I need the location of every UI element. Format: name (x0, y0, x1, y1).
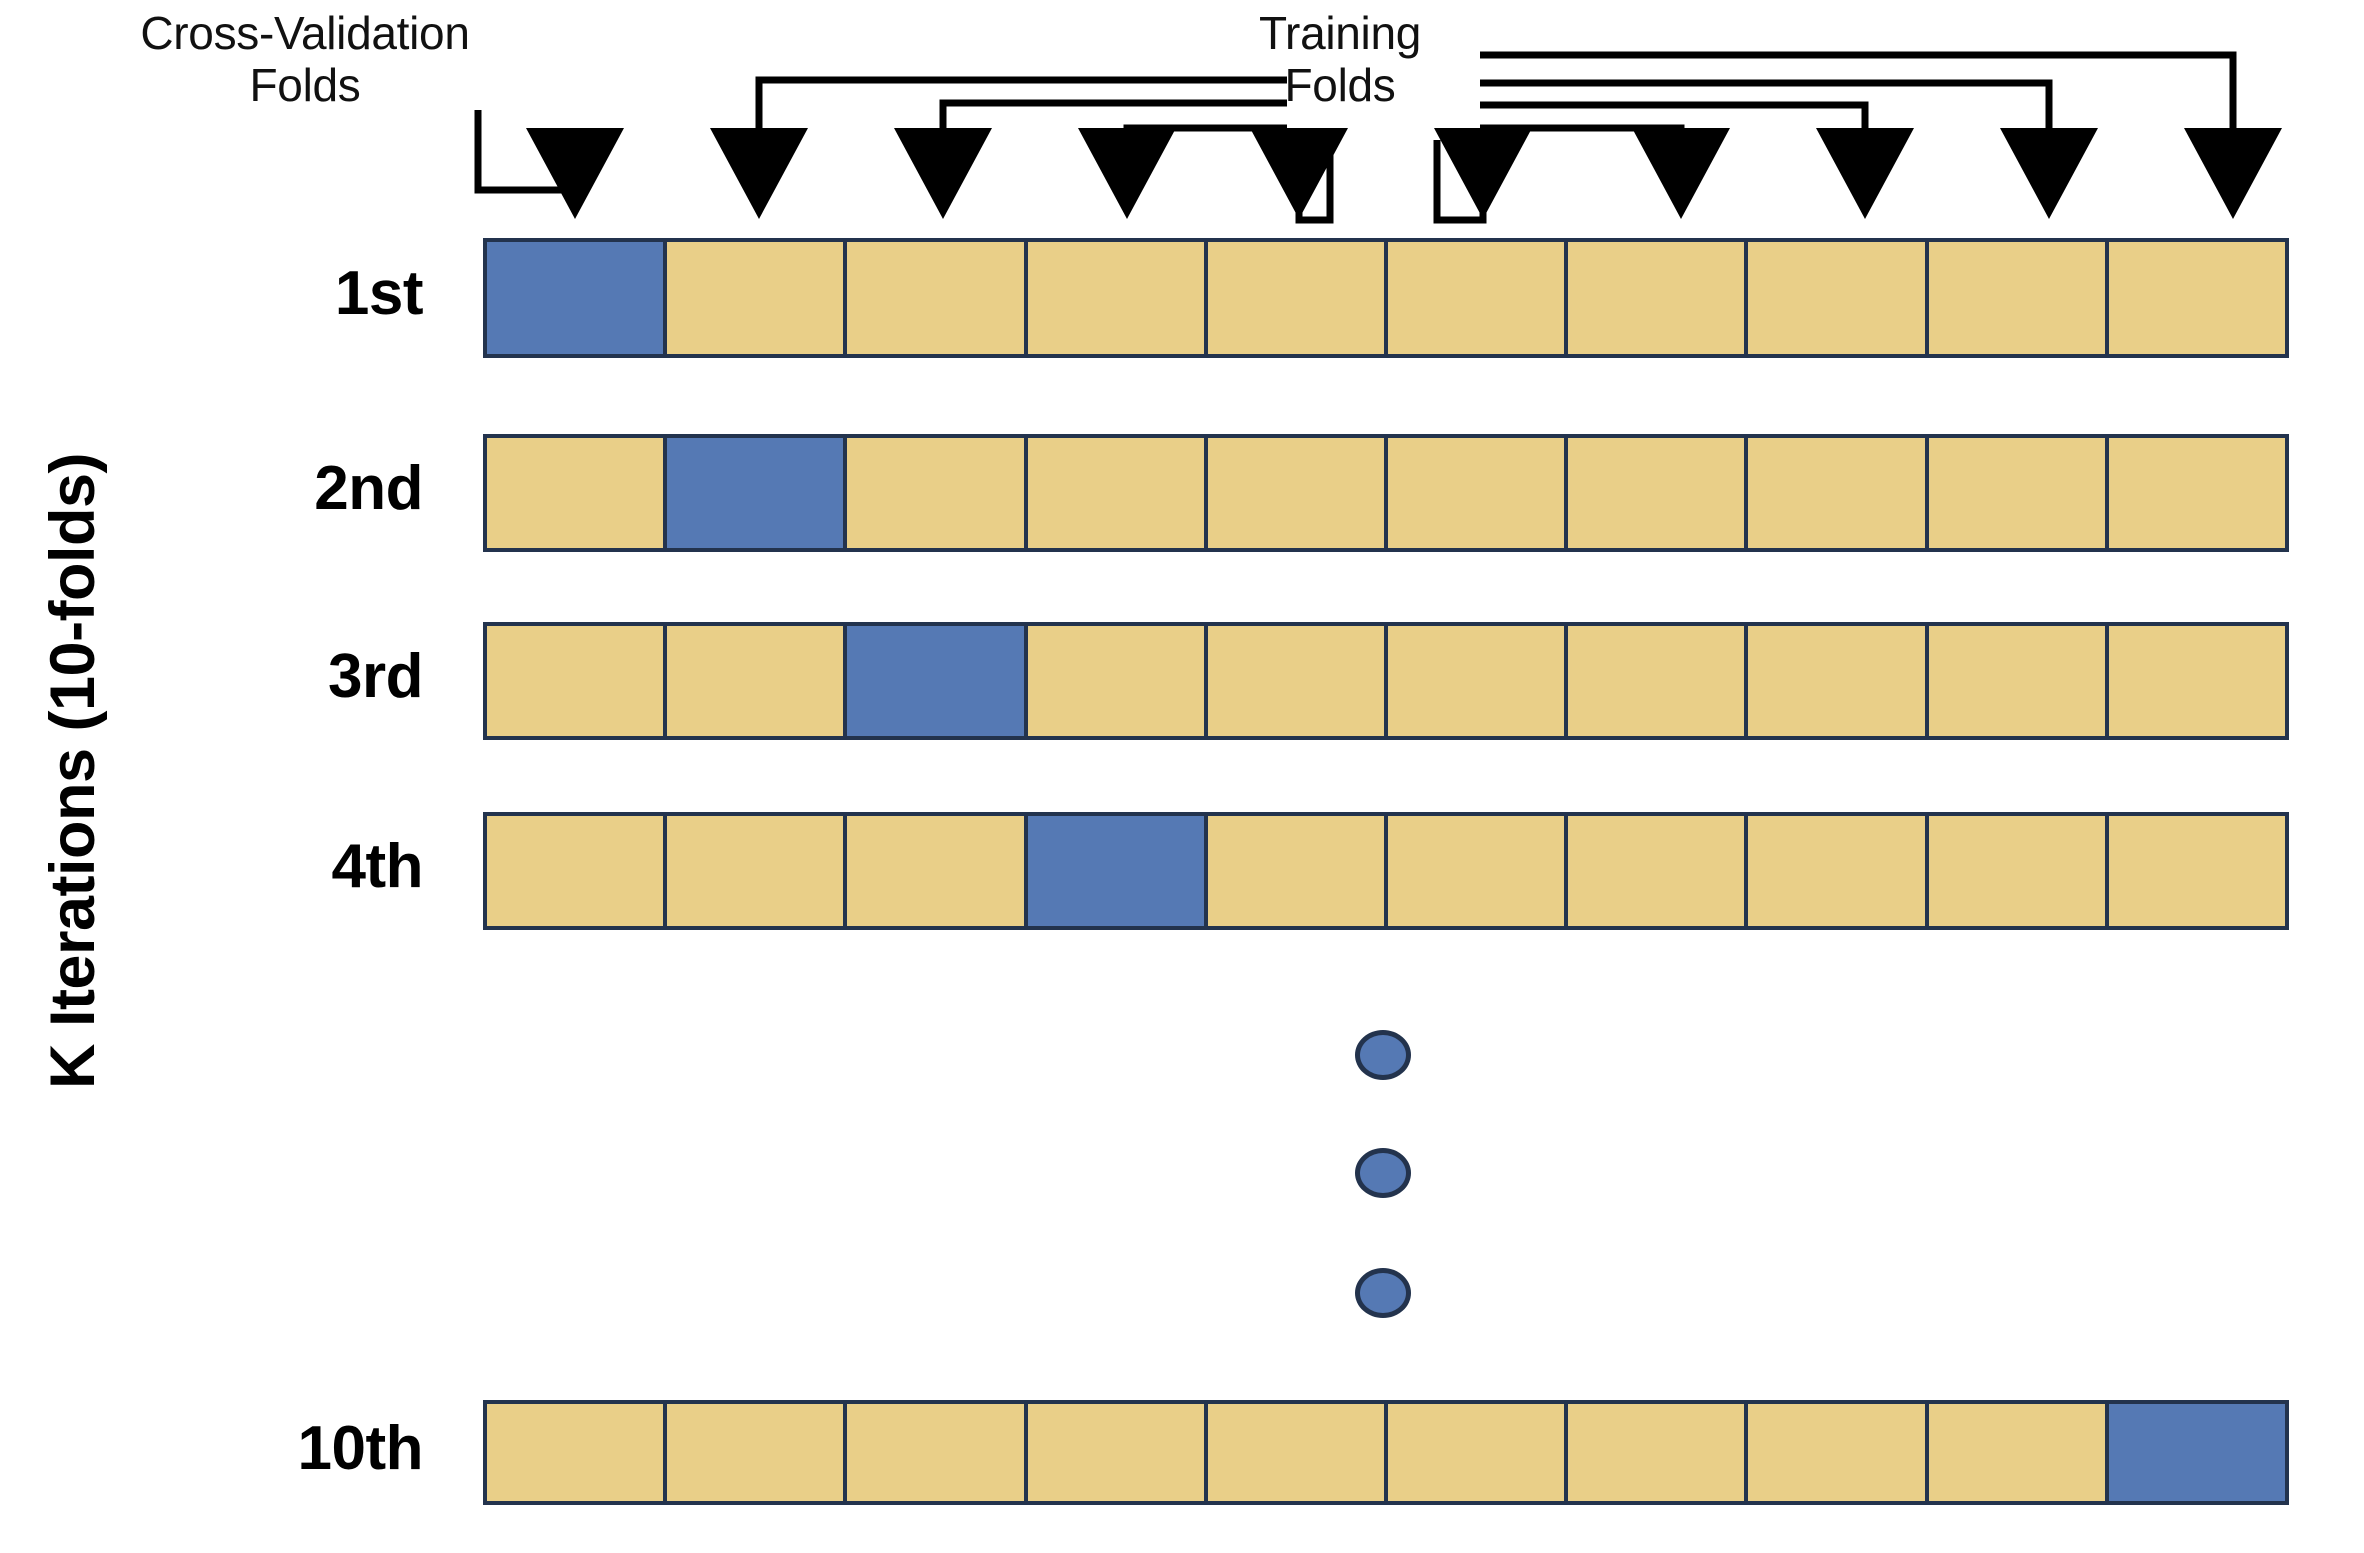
fold-cell-1st-1-validation[interactable] (483, 238, 668, 358)
fold-row-10th (483, 1400, 2329, 1505)
fold-cell-4th-7-training[interactable] (1564, 812, 1749, 930)
fold-cell-10th-8-training[interactable] (1744, 1400, 1929, 1505)
arrow-train-fold-4 (1078, 124, 1287, 219)
fold-cell-4th-8-training[interactable] (1744, 812, 1929, 930)
fold-cell-3rd-1-training[interactable] (483, 622, 668, 740)
fold-cell-1st-2-training[interactable] (663, 238, 848, 358)
fold-cell-10th-3-training[interactable] (843, 1400, 1028, 1505)
fold-cell-10th-10-validation[interactable] (2104, 1400, 2289, 1505)
arrow-train-fold-3 (894, 99, 1287, 219)
fold-cell-4th-3-training[interactable] (843, 812, 1028, 930)
arrow-train-fold-10 (1480, 51, 2282, 219)
arrow-train-fold-6 (1433, 128, 1532, 224)
fold-cell-3rd-7-training[interactable] (1564, 622, 1749, 740)
fold-cell-2nd-4-training[interactable] (1023, 434, 1208, 552)
fold-cell-10th-1-training[interactable] (483, 1400, 668, 1505)
arrow-cv-fold-1 (474, 110, 624, 219)
fold-cell-4th-4-validation[interactable] (1023, 812, 1208, 930)
fold-cell-3rd-8-training[interactable] (1744, 622, 1929, 740)
fold-cell-1st-10-training[interactable] (2104, 238, 2289, 358)
fold-cell-10th-4-training[interactable] (1023, 1400, 1208, 1505)
fold-cell-2nd-2-validation[interactable] (663, 434, 848, 552)
fold-cell-4th-2-training[interactable] (663, 812, 848, 930)
fold-cell-1st-7-training[interactable] (1564, 238, 1749, 358)
y-axis-label: K Iterations (10-folds) (38, 452, 108, 1090)
fold-cell-1st-3-training[interactable] (843, 238, 1028, 358)
fold-cell-3rd-10-training[interactable] (2104, 622, 2289, 740)
fold-cell-2nd-10-training[interactable] (2104, 434, 2289, 552)
fold-cell-3rd-9-training[interactable] (1924, 622, 2109, 740)
fold-row-1st (483, 238, 2329, 358)
fold-cell-3rd-3-validation[interactable] (843, 622, 1028, 740)
fold-cell-1st-5-training[interactable] (1203, 238, 1388, 358)
fold-cell-1st-8-training[interactable] (1744, 238, 1929, 358)
fold-cell-3rd-5-training[interactable] (1203, 622, 1388, 740)
iteration-label-2nd: 2nd (314, 454, 423, 523)
training-folds-label: Training Folds (1258, 7, 1422, 111)
fold-row-3rd (483, 622, 2329, 740)
fold-cell-4th-5-training[interactable] (1203, 812, 1388, 930)
iteration-label-4th: 4th (331, 832, 424, 901)
iteration-label-10th: 10th (297, 1413, 424, 1483)
iteration-label-1st: 1st (334, 259, 424, 328)
fold-cell-10th-6-training[interactable] (1383, 1400, 1569, 1505)
fold-cell-2nd-8-training[interactable] (1744, 434, 1929, 552)
iteration-label-3rd: 3rd (328, 642, 423, 711)
fold-cell-4th-1-training[interactable] (483, 812, 668, 930)
fold-cell-2nd-7-training[interactable] (1564, 434, 1749, 552)
fold-cell-4th-10-training[interactable] (2104, 812, 2289, 930)
fold-row-2nd (483, 434, 2329, 552)
arrow-train-fold-7 (1480, 124, 1730, 219)
fold-cell-1st-6-training[interactable] (1383, 238, 1569, 358)
arrow-train-fold-8 (1480, 101, 1914, 219)
fold-cell-2nd-6-training[interactable] (1383, 434, 1569, 552)
ellipsis-dot-3 (1355, 1268, 1411, 1318)
ellipsis-dot-2 (1355, 1148, 1411, 1198)
fold-cell-10th-9-training[interactable] (1924, 1400, 2109, 1505)
fold-cell-2nd-9-training[interactable] (1924, 434, 2109, 552)
fold-cell-1st-9-training[interactable] (1924, 238, 2109, 358)
arrow-train-fold-5 (1250, 128, 1348, 224)
fold-cell-3rd-4-training[interactable] (1023, 622, 1208, 740)
fold-cell-4th-6-training[interactable] (1383, 812, 1569, 930)
fold-cell-2nd-1-training[interactable] (483, 434, 668, 552)
fold-cell-3rd-2-training[interactable] (663, 622, 848, 740)
cross-validation-folds-label: Cross-Validation Folds (140, 7, 470, 111)
ellipsis-dot-1 (1355, 1030, 1411, 1080)
fold-cell-2nd-3-training[interactable] (843, 434, 1028, 552)
fold-cell-1st-4-training[interactable] (1023, 238, 1208, 358)
fold-row-4th (483, 812, 2329, 930)
fold-cell-10th-7-training[interactable] (1564, 1400, 1749, 1505)
fold-cell-4th-9-training[interactable] (1924, 812, 2109, 930)
fold-cell-3rd-6-training[interactable] (1383, 622, 1569, 740)
fold-cell-2nd-5-training[interactable] (1203, 434, 1388, 552)
fold-cell-10th-5-training[interactable] (1203, 1400, 1388, 1505)
arrow-train-fold-9 (1480, 79, 2098, 219)
fold-cell-10th-2-training[interactable] (663, 1400, 848, 1505)
